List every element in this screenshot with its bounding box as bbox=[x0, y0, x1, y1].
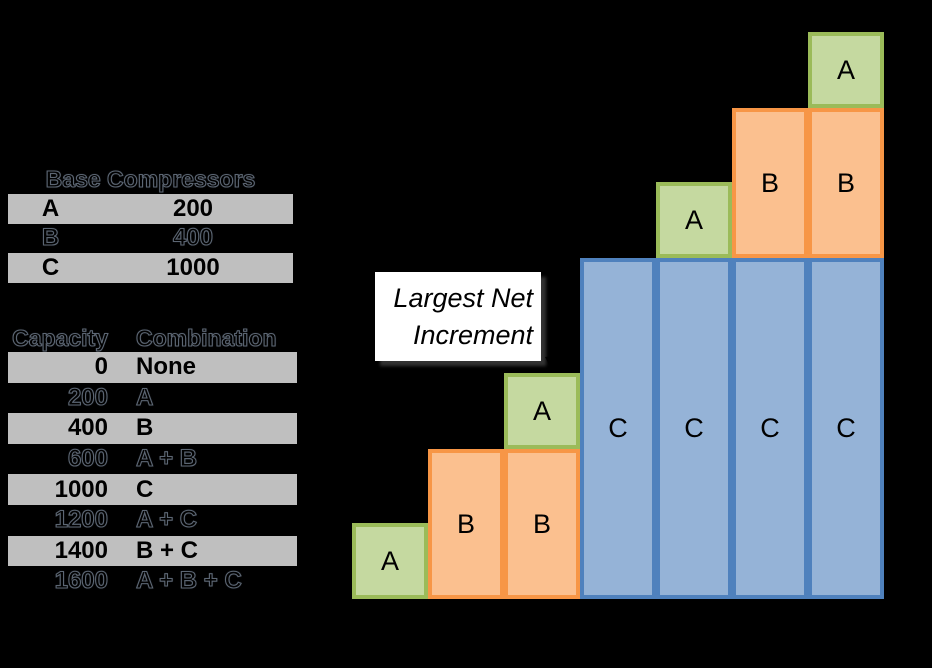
row-value: 400 bbox=[172, 224, 214, 252]
combination-cell: C bbox=[136, 475, 154, 503]
callout-line1: Largest Net bbox=[393, 283, 533, 313]
capacity-cell: 1000 bbox=[54, 475, 108, 503]
combination-cell: None bbox=[136, 353, 196, 381]
combination-cell: A + B + C bbox=[135, 567, 242, 595]
block-label: A bbox=[380, 545, 399, 576]
capacity-cell: 1400 bbox=[54, 536, 108, 564]
block-label: A bbox=[684, 204, 703, 235]
callout-line2: Increment bbox=[412, 320, 533, 350]
block-label: A bbox=[532, 395, 551, 426]
block-label: C bbox=[836, 413, 856, 443]
row-label: C bbox=[41, 253, 60, 281]
chart-block-a: A bbox=[656, 182, 732, 258]
chart-block-a: A bbox=[808, 32, 884, 108]
row-label: B bbox=[41, 224, 60, 252]
capacity-column-header: Capacity bbox=[12, 324, 109, 351]
table-row: 1400 B + C bbox=[8, 535, 297, 567]
capacity-cell: 400 bbox=[67, 414, 108, 442]
table-row: B 400 bbox=[8, 224, 293, 254]
capacity-combination-table: 0 None 200 A 400 B 600 A + B 1000 C 1200 A + C 1400 B… bbox=[8, 352, 297, 597]
combination-column-header: Combination bbox=[135, 324, 277, 351]
capacity-cell: 1200 bbox=[54, 506, 108, 534]
chart-block-b: B bbox=[732, 108, 808, 258]
combination-cell: A bbox=[135, 383, 154, 411]
block-label: C bbox=[608, 413, 628, 443]
table-row: 200 A bbox=[8, 383, 297, 414]
arrow-shaft bbox=[543, 261, 556, 361]
table-row: 600 A + B bbox=[8, 444, 297, 475]
capacity-cell: 1600 bbox=[54, 567, 108, 595]
base-table-title: Base Compressors bbox=[45, 165, 256, 192]
row-value: 200 bbox=[172, 194, 214, 222]
arrow-head bbox=[545, 355, 559, 372]
chart-block-b: B bbox=[808, 108, 884, 258]
block-label: B bbox=[760, 167, 779, 198]
block-label: A bbox=[836, 54, 855, 85]
chart-block-c: C bbox=[808, 258, 884, 599]
largest-net-increment-callout: Largest Net Increment bbox=[375, 272, 541, 361]
table-row: 400 B bbox=[8, 413, 297, 444]
capacity-cell: 200 bbox=[67, 383, 108, 411]
combination-cell: B + C bbox=[136, 536, 199, 564]
table-row: C 1000 bbox=[8, 253, 293, 283]
table-row: 0 None bbox=[8, 352, 297, 383]
chart-block-c: C bbox=[656, 258, 732, 599]
block-label: B bbox=[836, 167, 855, 198]
increment-arrow bbox=[533, 257, 559, 372]
table-row: 1200 A + C bbox=[8, 505, 297, 536]
block-label: C bbox=[684, 413, 704, 443]
arrow-top-barb bbox=[533, 257, 548, 270]
block-label: B bbox=[532, 508, 551, 539]
block-label: B bbox=[456, 508, 475, 539]
chart-block-b: B bbox=[504, 449, 580, 599]
chart-block-c: C bbox=[580, 258, 656, 599]
row-label: A bbox=[41, 194, 60, 222]
row-value: 1000 bbox=[166, 253, 220, 281]
combination-cell: A + C bbox=[135, 506, 198, 534]
table-row: 1000 C bbox=[8, 474, 297, 505]
capacity-cell: 600 bbox=[67, 445, 108, 473]
combination-cell: A + B bbox=[135, 445, 198, 473]
capacity-cell: 0 bbox=[94, 353, 108, 381]
chart-block-a: A bbox=[504, 373, 580, 449]
table-row: 1600 A + B + C bbox=[8, 566, 297, 597]
capacity-table-header: Capacity Combination bbox=[8, 324, 297, 352]
chart-block-a: A bbox=[352, 523, 428, 599]
block-label: C bbox=[760, 413, 780, 443]
combination-cell: B bbox=[136, 414, 154, 442]
table-row: A 200 bbox=[8, 194, 293, 224]
chart-block-b: B bbox=[428, 449, 504, 599]
chart-block-c: C bbox=[732, 258, 808, 599]
